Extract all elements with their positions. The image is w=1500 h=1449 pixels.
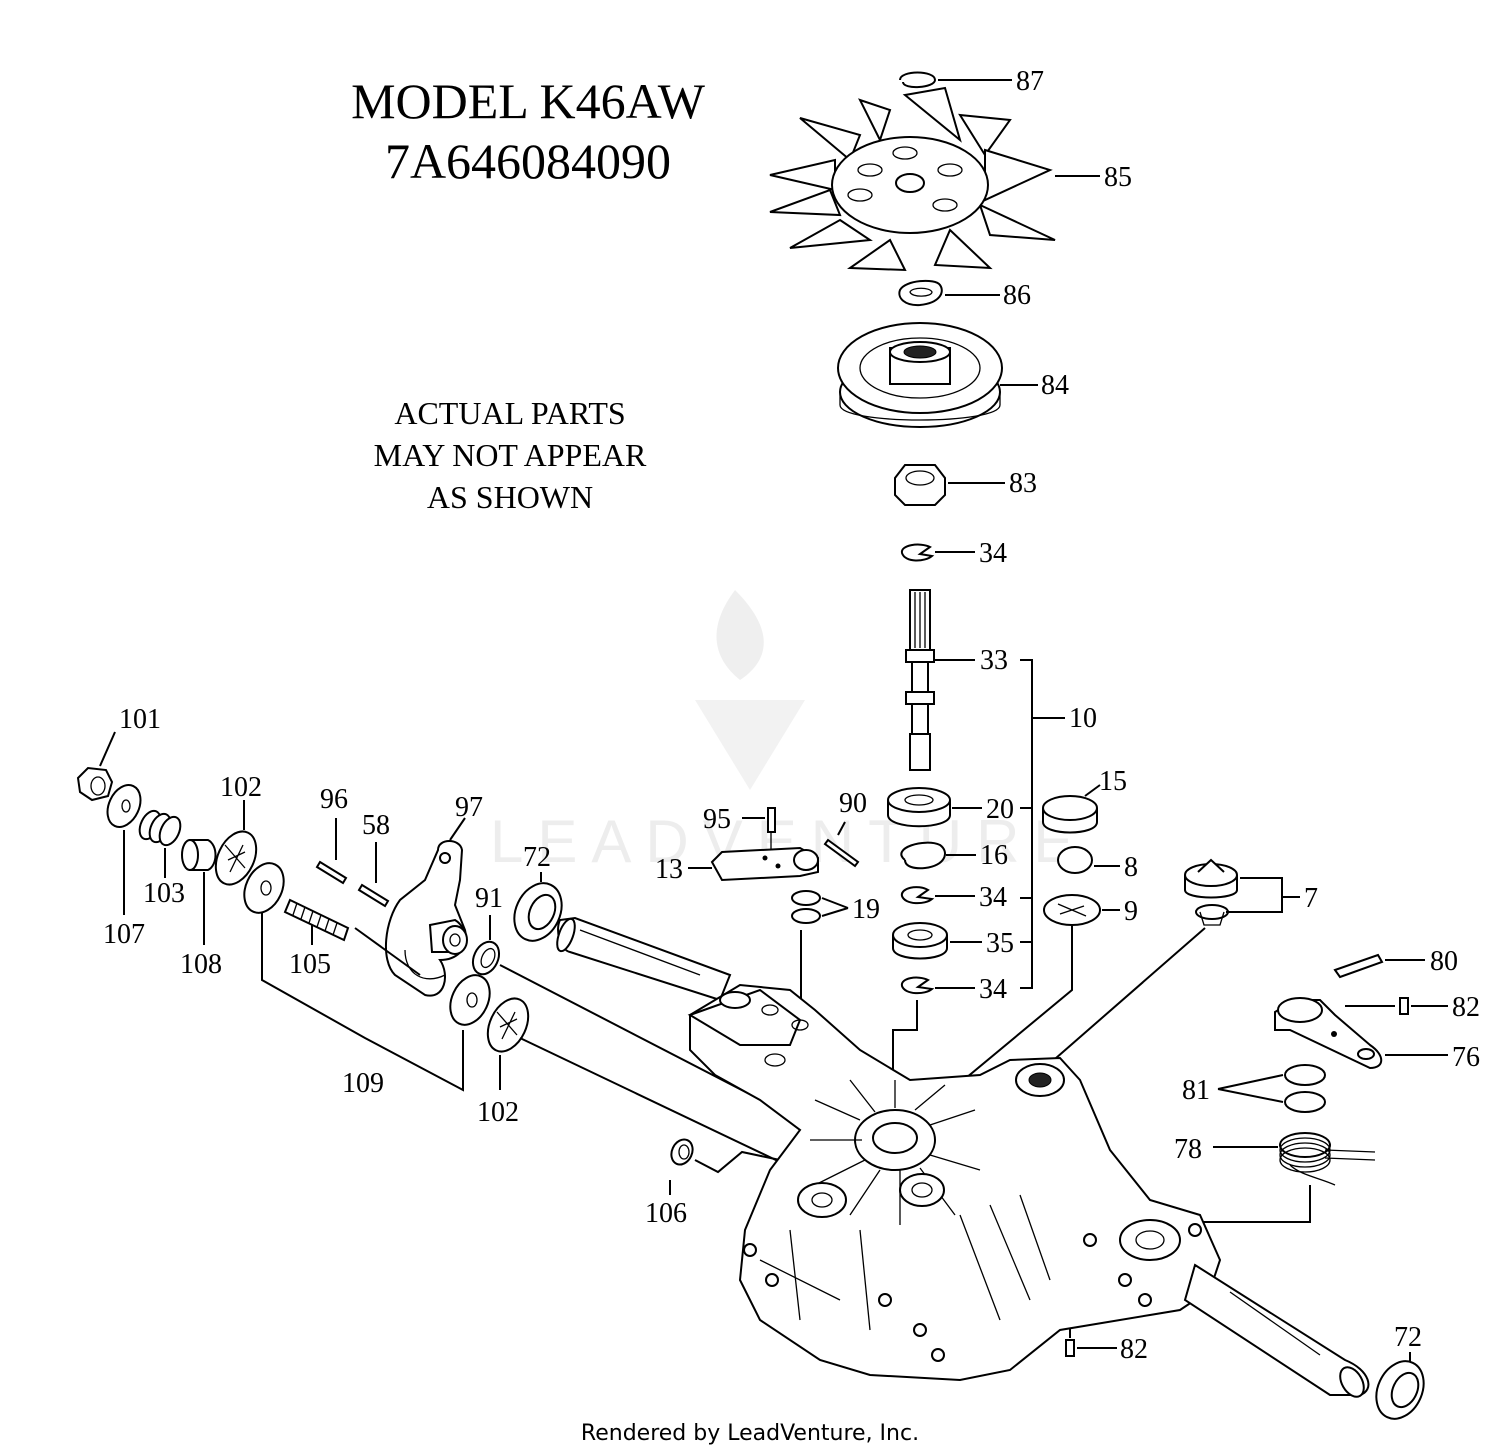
callout-96: 96 <box>320 784 348 815</box>
axle-left <box>556 916 732 1002</box>
callout-35: 35 <box>986 928 1014 959</box>
callout-labels: 87 85 86 84 83 34 33 10 15 20 16 8 34 9 … <box>103 66 1480 1365</box>
spring-103 <box>138 809 182 878</box>
torsion-spring-78 <box>1075 1132 1376 1223</box>
callout-15: 15 <box>1099 766 1127 797</box>
callout-72-right: 72 <box>1394 1322 1422 1353</box>
model-number: 7A646084090 <box>385 133 671 189</box>
friction-disc-102-bottom <box>486 997 781 1163</box>
callout-19: 19 <box>852 894 880 925</box>
callout-107: 107 <box>103 919 145 950</box>
threaded-stud-105 <box>283 898 350 945</box>
bearing-20 <box>887 787 982 828</box>
callout-58: 58 <box>362 810 390 841</box>
callout-72-left: 72 <box>523 842 551 873</box>
callout-101: 101 <box>119 704 161 735</box>
fan-washer-86 <box>898 279 1000 307</box>
callout-10: 10 <box>1069 703 1097 734</box>
callout-85: 85 <box>1104 162 1132 193</box>
callout-84: 84 <box>1041 370 1069 401</box>
callout-82-top: 82 <box>1452 992 1480 1023</box>
pin-96 <box>315 818 348 885</box>
callout-91: 91 <box>475 883 503 914</box>
hex-nut-83 <box>894 464 1005 506</box>
callout-80: 80 <box>1430 946 1458 977</box>
callout-97: 97 <box>455 792 483 823</box>
assembly-bracket-10 <box>1020 659 1065 989</box>
callout-33: 33 <box>980 645 1008 676</box>
callout-106: 106 <box>645 1198 687 1229</box>
callout-105: 105 <box>289 949 331 980</box>
cooling-fan-85 <box>769 86 1100 272</box>
callout-90: 90 <box>839 788 867 819</box>
spacer-108 <box>181 839 217 945</box>
callout-34-top: 34 <box>979 538 1007 569</box>
bushing-106 <box>669 1138 781 1195</box>
callout-109: 109 <box>342 1068 384 1099</box>
friction-disc-102-top <box>214 800 258 886</box>
note-line-3: AS SHOWN <box>427 479 593 515</box>
callout-103: 103 <box>143 878 185 909</box>
callout-7: 7 <box>1304 883 1318 914</box>
e-clip-34-top <box>900 543 975 562</box>
footer-credit: Rendered by LeadVenture, Inc. <box>581 1421 919 1446</box>
control-arm-13 <box>688 846 819 882</box>
callout-8: 8 <box>1124 852 1138 883</box>
oil-seal-72-left <box>513 872 563 942</box>
pin-82-top <box>1345 997 1448 1015</box>
pin-90 <box>823 821 860 868</box>
plug-8 <box>1057 846 1120 874</box>
leadventure-watermark: LEADVENTURE <box>490 590 1073 875</box>
oil-seal-72-right <box>1375 1352 1425 1420</box>
callout-34-bottom: 34 <box>979 974 1007 1005</box>
pin-58 <box>357 842 390 908</box>
brake-arm-97 <box>354 817 468 997</box>
callout-34-middle: 34 <box>979 882 1007 913</box>
check-valve-9 <box>924 894 1120 1113</box>
callout-102-top: 102 <box>220 772 262 803</box>
roll-pin-80 <box>1333 953 1425 979</box>
callout-81: 81 <box>1182 1075 1210 1106</box>
e-clip-34-middle <box>900 886 975 905</box>
bypass-arm-76 <box>1274 997 1448 1070</box>
callout-16: 16 <box>980 840 1008 871</box>
lock-nut-101 <box>76 731 116 802</box>
callout-102-bottom: 102 <box>477 1097 519 1128</box>
cap-15 <box>1042 784 1101 834</box>
note-line-2: MAY NOT APPEAR <box>374 437 647 473</box>
callout-86: 86 <box>1003 280 1031 311</box>
callout-78: 78 <box>1174 1134 1202 1165</box>
washers-81 <box>1217 1064 1326 1113</box>
callout-13: 13 <box>655 854 683 885</box>
axle-right <box>1183 1263 1370 1398</box>
retaining-ring-87 <box>899 71 1012 88</box>
callout-82-bottom: 82 <box>1120 1334 1148 1365</box>
bypass-valve-7 <box>1039 858 1300 1073</box>
pulley-84 <box>837 322 1038 428</box>
input-shaft-33 <box>905 589 975 771</box>
callout-9: 9 <box>1124 896 1138 927</box>
callout-76: 76 <box>1452 1042 1480 1073</box>
model-title: MODEL K46AW <box>351 73 706 129</box>
transaxle-housing <box>687 983 1222 1382</box>
callout-20: 20 <box>986 794 1014 825</box>
callout-87: 87 <box>1016 66 1044 97</box>
washer-109 <box>243 862 491 1092</box>
snap-ring-16 <box>900 841 976 870</box>
callout-83: 83 <box>1009 468 1037 499</box>
callout-108: 108 <box>180 949 222 980</box>
note-line-1: ACTUAL PARTS <box>394 395 625 431</box>
callout-95: 95 <box>703 804 731 835</box>
washer-107 <box>106 784 142 915</box>
ball-bearing-35 <box>892 922 982 960</box>
